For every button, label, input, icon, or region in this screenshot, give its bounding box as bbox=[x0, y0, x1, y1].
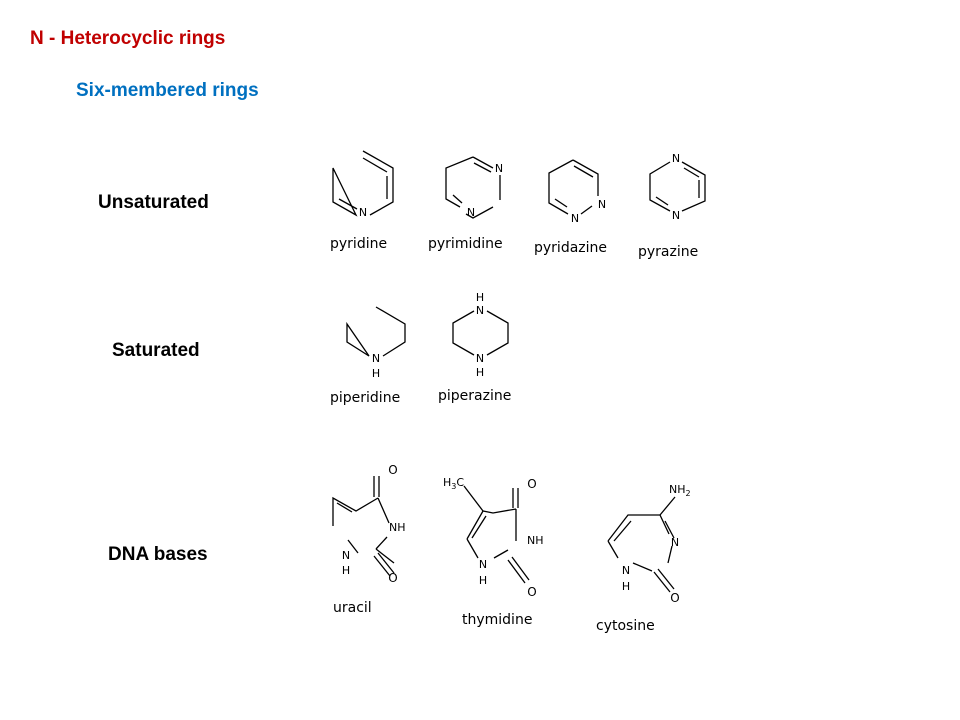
atom-o: O bbox=[527, 477, 536, 491]
section-subtitle: Six-membered rings bbox=[76, 80, 259, 101]
cytosine-structure: NH2 O N N H cytosine bbox=[596, 483, 691, 634]
atom-h: H bbox=[372, 367, 380, 380]
pyrimidine-label: pyrimidine bbox=[428, 236, 503, 252]
atom-o: O bbox=[527, 585, 536, 599]
atom-n: N bbox=[672, 209, 680, 222]
atom-n: N bbox=[495, 162, 503, 175]
pyrazine-structure: N N pyrazine bbox=[638, 152, 706, 260]
page-title: N - Heterocyclic rings bbox=[30, 28, 226, 49]
row-label-dna-bases: DNA bases bbox=[108, 544, 208, 565]
piperidine-label: piperidine bbox=[330, 390, 400, 406]
atom-n: N bbox=[672, 152, 680, 165]
atom-o: O bbox=[670, 591, 679, 605]
atom-n: N bbox=[372, 352, 380, 365]
atom-h: H bbox=[476, 291, 484, 304]
atom-nh: NH bbox=[527, 534, 544, 547]
atom-nh: NH bbox=[389, 521, 406, 534]
piperazine-label: piperazine bbox=[438, 388, 511, 404]
row-label-unsaturated: Unsaturated bbox=[98, 192, 209, 213]
piperazine-structure: H N N H piperazine bbox=[438, 291, 511, 404]
atom-n: N bbox=[476, 352, 484, 365]
atom-n: N bbox=[342, 549, 350, 562]
pyridine-structure: N pyridine bbox=[330, 150, 394, 252]
atom-nh2: NH2 bbox=[669, 483, 691, 498]
thymidine-structure: H3C O O NH N H thymidine bbox=[443, 476, 544, 628]
pyrimidine-structure: N N pyrimidine bbox=[428, 156, 503, 252]
cytosine-label: cytosine bbox=[596, 618, 655, 634]
atom-h: H bbox=[476, 366, 484, 379]
uracil-label: uracil bbox=[333, 600, 372, 616]
atom-n: N bbox=[622, 564, 630, 577]
row-label-saturated: Saturated bbox=[112, 340, 200, 361]
atom-n: N bbox=[359, 206, 367, 219]
atom-n: N bbox=[671, 536, 679, 549]
atom-o: O bbox=[388, 571, 397, 585]
piperidine-structure: N H piperidine bbox=[330, 306, 406, 406]
atom-o: O bbox=[388, 463, 397, 477]
atom-h: H bbox=[622, 580, 630, 593]
atom-n: N bbox=[571, 212, 579, 225]
atom-n: N bbox=[598, 198, 606, 211]
pyrazine-label: pyrazine bbox=[638, 244, 698, 260]
uracil-structure: O O NH N H uracil bbox=[332, 463, 406, 616]
atom-n: N bbox=[467, 206, 475, 219]
pyridazine-label: pyridazine bbox=[534, 240, 607, 256]
atom-h3c: H3C bbox=[443, 476, 464, 491]
atom-h: H bbox=[342, 564, 350, 577]
pyridine-label: pyridine bbox=[330, 236, 387, 252]
atom-n: N bbox=[476, 304, 484, 317]
pyridazine-structure: N N pyridazine bbox=[534, 159, 607, 256]
atom-n: N bbox=[479, 558, 487, 571]
thymidine-label: thymidine bbox=[462, 612, 532, 628]
atom-h: H bbox=[479, 574, 487, 587]
